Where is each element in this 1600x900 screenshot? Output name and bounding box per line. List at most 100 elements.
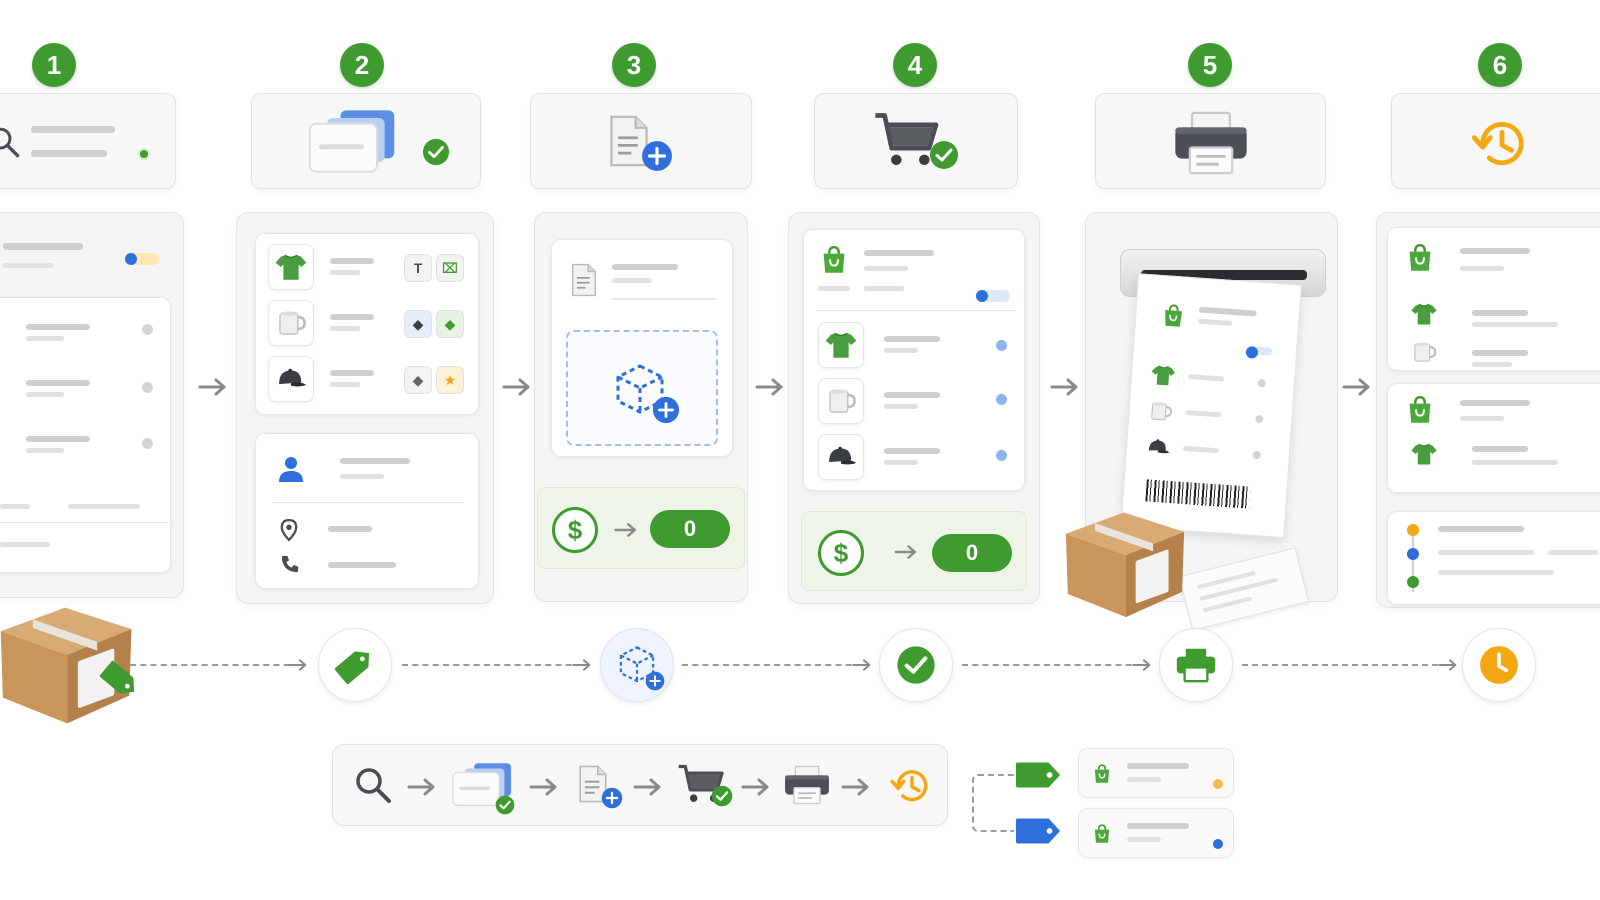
search-icon[interactable] xyxy=(353,765,393,805)
tag-icon[interactable]: ◆ xyxy=(404,310,432,338)
status-dot xyxy=(138,148,150,160)
product-list-card: T ⌧ ◆ ◆ ◆ ★ xyxy=(255,233,479,415)
step-5-header-card[interactable] xyxy=(1095,93,1326,189)
shopping-bag-icon xyxy=(818,242,850,278)
order-history-card-2[interactable] xyxy=(1387,383,1600,493)
amount-pill[interactable]: 0 xyxy=(650,510,730,548)
arrow-right-icon xyxy=(1132,656,1152,674)
receipt xyxy=(1179,547,1309,631)
cart-card xyxy=(803,229,1025,491)
arrow-right-icon xyxy=(502,377,532,397)
step-badge-3: 3 xyxy=(612,43,656,87)
tag-icon xyxy=(331,642,378,688)
select-products-icon xyxy=(304,108,400,176)
text-icon[interactable]: T xyxy=(404,254,432,282)
arrow-right-icon xyxy=(407,777,437,797)
check-icon xyxy=(495,795,515,815)
check-icon xyxy=(896,645,936,685)
location-pin-icon xyxy=(280,518,298,542)
tag-dark-icon[interactable]: ◆ xyxy=(404,366,432,394)
step-1-header-card[interactable] xyxy=(0,93,176,189)
gift-icon[interactable]: ⌧ xyxy=(436,254,464,282)
step-badge-5: 5 xyxy=(1188,43,1232,87)
check-icon xyxy=(422,138,450,166)
printer-icon xyxy=(1172,108,1250,178)
order-mini-card-1[interactable] xyxy=(1078,748,1234,798)
shopping-bag-icon xyxy=(1404,392,1436,428)
mug-icon xyxy=(1410,338,1438,366)
arrow-right-icon xyxy=(633,777,663,797)
blue-tag-icon[interactable] xyxy=(1014,816,1062,846)
toggle xyxy=(1245,346,1273,356)
step-2-panel: T ⌧ ◆ ◆ ◆ ★ xyxy=(236,212,494,604)
mug-icon xyxy=(1147,397,1175,425)
tag-branch-connector xyxy=(972,774,1014,832)
order-mini-card-2[interactable] xyxy=(1078,808,1234,858)
mug-tile[interactable] xyxy=(268,300,314,346)
flow-step-tag[interactable] xyxy=(318,628,392,702)
step-4-header-card[interactable] xyxy=(814,93,1018,189)
plus-icon xyxy=(641,140,673,172)
step-3-panel: $ 0 xyxy=(534,212,748,602)
flow-step-history[interactable] xyxy=(1462,628,1536,702)
printer-icon[interactable] xyxy=(783,763,831,807)
amount-pill[interactable]: 0 xyxy=(932,534,1012,572)
arrow-right-icon xyxy=(841,777,871,797)
new-order-card xyxy=(551,239,733,457)
arrow-right-icon xyxy=(894,544,918,560)
shirt-tile[interactable] xyxy=(268,244,314,290)
shirt-icon xyxy=(824,328,858,362)
arrow-right-icon xyxy=(741,777,771,797)
arrow-right-icon xyxy=(755,377,785,397)
shopping-bag-icon xyxy=(1404,240,1436,276)
arrow-right-icon xyxy=(1342,377,1372,397)
arrow-right-icon xyxy=(572,656,592,674)
arrow-right-icon xyxy=(614,522,638,538)
arrow-right-icon xyxy=(852,656,872,674)
cap-tile[interactable] xyxy=(818,434,864,480)
check-icon xyxy=(711,785,733,807)
history-icon xyxy=(1470,112,1534,176)
order-history-card-1[interactable] xyxy=(1387,227,1600,371)
plus-icon xyxy=(645,671,665,691)
toggle[interactable] xyxy=(125,253,159,265)
flow-step-custom[interactable] xyxy=(600,628,674,702)
cap-icon xyxy=(824,440,858,474)
cap-tile[interactable] xyxy=(268,356,314,402)
search-icon xyxy=(0,122,21,162)
green-tag-icon[interactable] xyxy=(1014,760,1062,790)
dollar-icon: $ xyxy=(552,507,598,553)
payment-bar: $ 0 xyxy=(801,511,1027,591)
clock-icon xyxy=(1480,646,1518,684)
mug-tile[interactable] xyxy=(818,378,864,424)
customer-card xyxy=(255,433,479,589)
printer-icon xyxy=(1176,648,1216,683)
check-icon xyxy=(929,140,959,170)
user-icon xyxy=(276,454,306,484)
step-2-header-card[interactable] xyxy=(251,93,481,189)
shirt-tile[interactable] xyxy=(818,322,864,368)
shirt-icon xyxy=(274,250,308,284)
shopping-bag-icon xyxy=(1091,761,1113,787)
package-box-icon xyxy=(0,588,140,728)
step-6-panel xyxy=(1376,212,1600,608)
history-icon[interactable] xyxy=(889,763,935,809)
shirt-icon xyxy=(1149,361,1177,389)
step-badge-2: 2 xyxy=(340,43,384,87)
flow-step-print[interactable] xyxy=(1159,628,1233,702)
mug-icon xyxy=(824,384,858,418)
toggle[interactable] xyxy=(976,290,1010,302)
cap-icon xyxy=(1144,433,1172,461)
step-5-panel xyxy=(1085,212,1338,631)
step-badge-6: 6 xyxy=(1478,43,1522,87)
timeline-card xyxy=(1387,511,1600,605)
flow-step-confirm[interactable] xyxy=(879,628,953,702)
shirt-icon xyxy=(1410,300,1438,328)
mug-icon xyxy=(274,306,308,340)
custom-product-dropzone[interactable] xyxy=(566,330,718,446)
arrow-right-icon xyxy=(1050,377,1080,397)
step-3-header-card[interactable] xyxy=(530,93,752,189)
star-icon[interactable]: ★ xyxy=(436,366,464,394)
step-6-header-card[interactable] xyxy=(1391,93,1600,189)
tag-green-icon[interactable]: ◆ xyxy=(436,310,464,338)
